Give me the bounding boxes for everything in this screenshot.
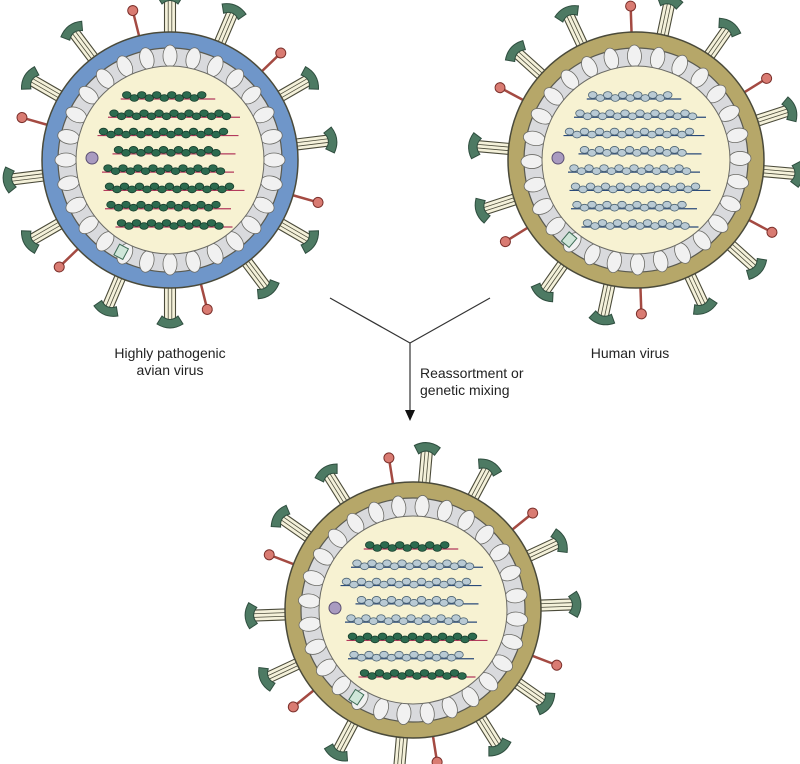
process-label-line2: genetic mixing <box>420 382 510 398</box>
polymerase-complex <box>551 151 565 165</box>
avian-rna-segment <box>108 109 240 121</box>
ion-channel <box>348 688 365 706</box>
hemagglutinin-spike <box>655 0 684 41</box>
avian-rna-segment <box>363 541 459 552</box>
hemagglutinin-spike <box>158 0 182 37</box>
hemagglutinin-spike <box>212 3 247 49</box>
human-virus-particle <box>468 0 800 326</box>
hemagglutinin-spike <box>20 66 67 104</box>
avian-rna-segment <box>112 146 236 157</box>
human-label: Human virus <box>590 345 670 361</box>
human-rna-segment <box>355 596 479 607</box>
avian-rna-segment <box>358 669 476 680</box>
hemagglutinin-spike <box>465 458 503 504</box>
hemagglutinin-spike <box>751 96 798 128</box>
hemagglutinin-spike <box>588 279 617 326</box>
human-rna-segment <box>340 577 482 589</box>
process-label: Reassortment or genetic mixing <box>420 365 560 399</box>
avian-virus-particle <box>2 0 338 329</box>
hemagglutinin-spike <box>468 132 514 160</box>
hemagglutinin-spike <box>258 656 304 692</box>
hemagglutinin-spike <box>156 283 184 329</box>
surface-spikes <box>468 0 800 326</box>
hemagglutinin-spike <box>323 716 361 762</box>
hemagglutinin-spike <box>701 17 742 63</box>
hemagglutinin-spike <box>413 442 441 488</box>
avian-virus-label: Highly pathogenic avian virus <box>92 345 248 379</box>
ion-channel <box>113 243 130 261</box>
avian-label-line1: Highly pathogenic <box>114 345 226 361</box>
avian-rna-segment <box>103 182 245 194</box>
rna-segments <box>563 91 711 230</box>
avian-rna-segment <box>115 219 233 230</box>
ion-channel <box>560 231 578 249</box>
human-rna-segment <box>586 91 682 102</box>
hemagglutinin-spike <box>474 192 521 224</box>
human-rna-segment <box>351 559 483 571</box>
hemagglutinin-spike <box>758 160 800 188</box>
hemagglutinin-spike <box>510 675 556 716</box>
hemagglutinin-spike <box>536 590 582 618</box>
avian-rna-segment <box>97 127 239 139</box>
hemagglutinin-spike <box>273 66 320 104</box>
human-virus-label: Human virus <box>572 345 688 362</box>
avian-rna-segment <box>120 91 216 102</box>
human-rna-segment <box>574 109 706 121</box>
hemagglutinin-spike <box>385 732 413 764</box>
polymerase-complex <box>85 151 99 165</box>
rna-segments <box>340 541 488 680</box>
human-rna-segment <box>581 219 699 230</box>
hemagglutinin-spike <box>314 463 353 509</box>
human-rna-segment <box>578 146 702 157</box>
human-rna-segment <box>569 182 711 194</box>
process-label-line1: Reassortment or <box>420 365 524 381</box>
human-rna-segment <box>345 614 477 625</box>
avian-label-line2: avian virus <box>136 362 204 378</box>
hemagglutinin-spike <box>93 271 128 317</box>
human-rna-segment <box>571 200 697 212</box>
human-rna-segment <box>348 650 474 662</box>
human-rna-segment <box>563 127 705 139</box>
neuraminidase-spike <box>53 243 84 273</box>
matrix-proteins <box>54 44 286 276</box>
hemagglutinin-spike <box>244 602 290 630</box>
avian-rna-segment <box>346 632 488 644</box>
hemagglutinin-spike <box>291 126 338 154</box>
avian-rna-segment <box>105 200 231 212</box>
avian-rna-segment <box>102 164 234 175</box>
human-rna-segment <box>568 164 700 175</box>
hemagglutinin-spike <box>2 166 49 194</box>
polymerase-complex <box>328 601 342 615</box>
reassortant-virus-particle <box>244 442 582 764</box>
rna-segments <box>97 91 245 230</box>
merge-arrow <box>329 297 491 421</box>
